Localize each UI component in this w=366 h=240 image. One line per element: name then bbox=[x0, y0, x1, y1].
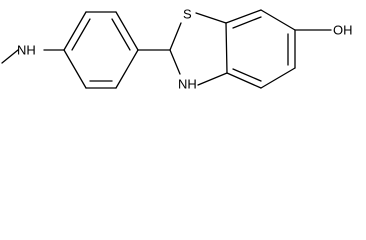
ring-bond bbox=[260, 67, 296, 89]
ring-bond bbox=[115, 11, 139, 51]
ring-bond bbox=[226, 72, 262, 89]
ring-bond bbox=[63, 11, 87, 51]
bond-s-c7a bbox=[195, 12, 227, 24]
atom-label-nh-ring: NH bbox=[178, 77, 197, 92]
ring-double-bond bbox=[71, 18, 91, 51]
ring-bond bbox=[225, 9, 262, 24]
atom-label-sulfur: S bbox=[183, 7, 192, 22]
thiazoline-ring bbox=[169, 12, 228, 86]
ring-double-bond bbox=[111, 18, 131, 51]
ring-bond bbox=[115, 49, 139, 89]
atom-label-hydroxyl: OH bbox=[333, 23, 353, 38]
ring-double-bond bbox=[232, 16, 262, 29]
bond-methyl bbox=[1, 49, 19, 64]
atom-label-nh-methylamino: NH bbox=[17, 43, 36, 58]
chemical-structure: NH S NH OH bbox=[1, 7, 353, 92]
bond-c2-nh bbox=[169, 49, 181, 75]
ring-bond bbox=[225, 22, 228, 74]
methylamino-group bbox=[1, 49, 65, 64]
bond-nh-c3a bbox=[197, 72, 228, 86]
ring-double-bond bbox=[232, 68, 262, 82]
bond-c2-s bbox=[169, 22, 182, 51]
ring-bond bbox=[63, 49, 87, 89]
ring-bond bbox=[260, 9, 296, 31]
fused-benzene-ring bbox=[225, 9, 296, 89]
benzene-ring bbox=[63, 11, 139, 89]
